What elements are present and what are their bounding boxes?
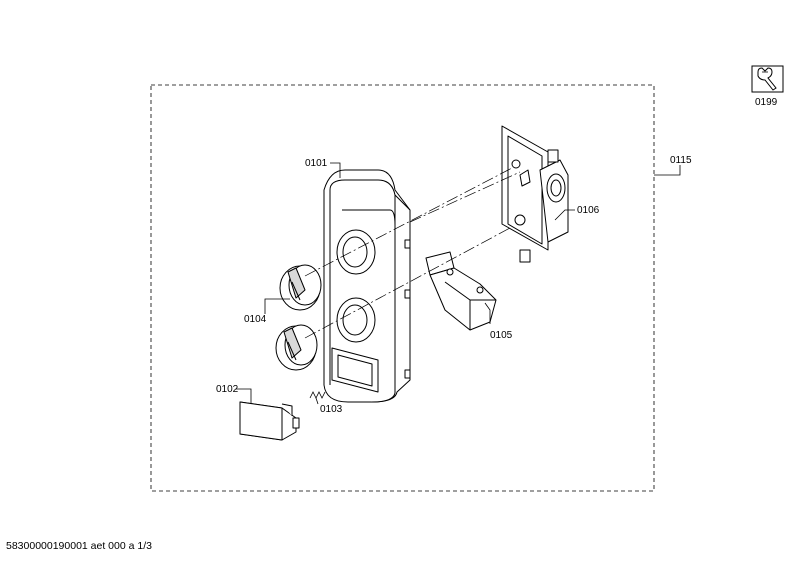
- label-0104: 0104: [244, 314, 267, 325]
- label-0102: 0102: [216, 384, 239, 395]
- mounting-bracket: [425, 251, 497, 331]
- label-0199: 0199: [755, 97, 778, 108]
- button-cover: [239, 401, 300, 441]
- spring: [309, 391, 326, 399]
- leader-0101: [330, 162, 341, 178]
- knob-upper: [279, 264, 322, 311]
- leader-0115: [654, 165, 681, 176]
- timer-switch-module: [501, 125, 569, 263]
- control-panel-housing: [323, 169, 411, 403]
- label-0106: 0106: [577, 205, 600, 216]
- knob-lower: [275, 324, 318, 371]
- label-0115: 0115: [670, 155, 692, 166]
- label-0101: 0101: [305, 158, 328, 169]
- leader-0105: [484, 302, 491, 324]
- label-0103: 0103: [320, 404, 343, 415]
- leader-0104: [264, 298, 290, 314]
- wrench-icon: [751, 65, 784, 93]
- leader-0103: [315, 397, 319, 405]
- document-footer: 58300000190001 aet 000 a 1/3: [6, 540, 152, 552]
- leader-0106: [554, 209, 575, 221]
- label-0105: 0105: [490, 330, 513, 341]
- leader-0102: [236, 388, 252, 404]
